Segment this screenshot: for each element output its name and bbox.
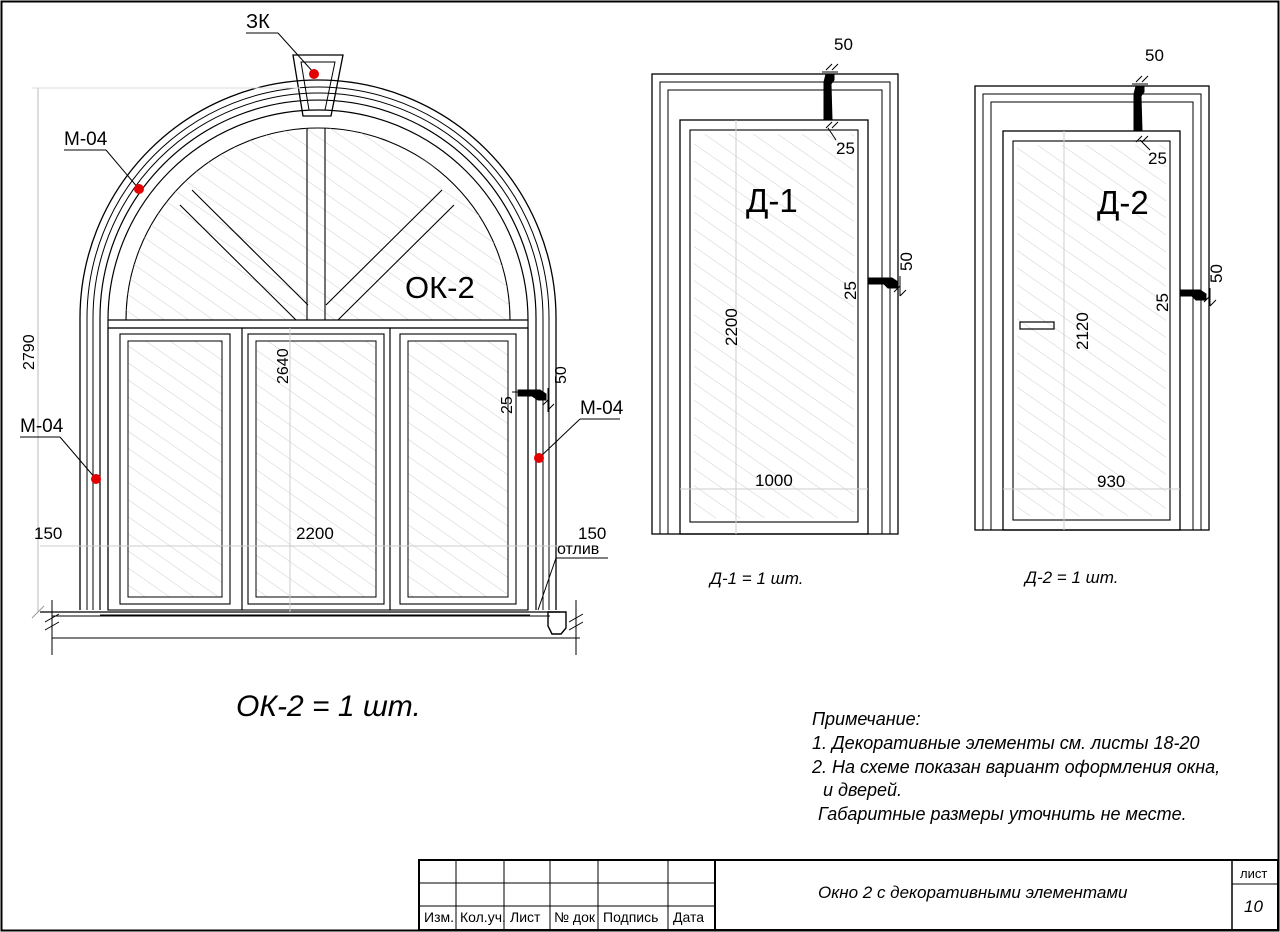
notes-line-3: и дверей. xyxy=(823,780,902,800)
door-d1 xyxy=(651,63,907,535)
notes-heading: Примечание: xyxy=(812,709,921,729)
window-quantity: ОК-2 = 1 шт. xyxy=(236,690,421,723)
door2-label: Д-2 xyxy=(1097,184,1149,221)
tb-col-data: Дата xyxy=(673,909,704,925)
door1-profile-d-top: 25 xyxy=(836,139,855,158)
door1-profile-w-top: 50 xyxy=(834,35,853,54)
door1-quantity: Д-1 = 1 шт. xyxy=(708,569,803,588)
marker-keystone xyxy=(309,69,319,79)
marker-molding-left xyxy=(91,474,101,484)
tb-col-ndok: № док xyxy=(554,909,596,925)
door2-profile-w-top: 50 xyxy=(1145,46,1164,65)
tb-col-list: Лист xyxy=(510,909,541,925)
door2-quantity: Д-2 = 1 шт. xyxy=(1023,568,1118,587)
marker-molding-top xyxy=(134,184,144,194)
door2-profile-w-side: 50 xyxy=(1207,264,1226,283)
door1-dim-width: 1000 xyxy=(755,471,793,490)
dim-total-height: 2790 xyxy=(21,334,38,370)
label-sill: отлив xyxy=(557,541,599,558)
dim-profile-w: 50 xyxy=(553,366,570,384)
label-keystone: ЗК xyxy=(246,11,270,33)
door1-label: Д-1 xyxy=(746,182,798,219)
tb-title: Окно 2 с декоративными элементами xyxy=(818,883,1128,902)
dim-width: 2200 xyxy=(296,524,334,543)
tb-col-izm: Изм. xyxy=(424,909,454,925)
door1-dim-height: 2200 xyxy=(722,308,741,346)
door2-dim-width: 930 xyxy=(1097,472,1125,491)
door1-profile-w-side: 50 xyxy=(897,252,916,271)
label-molding-right: М-04 xyxy=(580,398,624,419)
dim-left-margin: 150 xyxy=(34,524,62,543)
window-label: ОК-2 xyxy=(405,270,475,305)
dim-profile-d: 25 xyxy=(499,396,516,414)
door2-handle xyxy=(1019,321,1055,330)
door2-dim-height: 2120 xyxy=(1073,312,1092,350)
tb-sheet-number: 10 xyxy=(1244,897,1263,916)
notes-line-2: 2. На схеме показан вариант оформления о… xyxy=(811,757,1220,777)
marker-molding-right xyxy=(534,453,544,463)
notes-line-4: Габаритные размеры уточнить не месте. xyxy=(818,804,1187,824)
notes-line-1: 1. Декоративные элементы см. листы 18-20 xyxy=(812,733,1199,753)
label-molding-left: М-04 xyxy=(20,416,64,437)
label-molding-top: М-04 xyxy=(64,129,108,150)
tb-sheet-label: лист xyxy=(1240,866,1267,881)
window-ok2 xyxy=(20,32,620,655)
door1-profile-d-side: 25 xyxy=(841,281,860,300)
title-block xyxy=(418,859,1279,931)
door2-profile-d-top: 25 xyxy=(1148,149,1167,168)
door-d2 xyxy=(974,75,1217,531)
dim-inner-height: 2640 xyxy=(275,348,292,384)
tb-col-kol: Кол.уч. xyxy=(460,909,506,925)
door2-profile-d-side: 25 xyxy=(1153,293,1172,312)
tb-col-podpis: Подпись xyxy=(603,909,658,925)
dim-right-margin: 150 xyxy=(578,524,606,543)
